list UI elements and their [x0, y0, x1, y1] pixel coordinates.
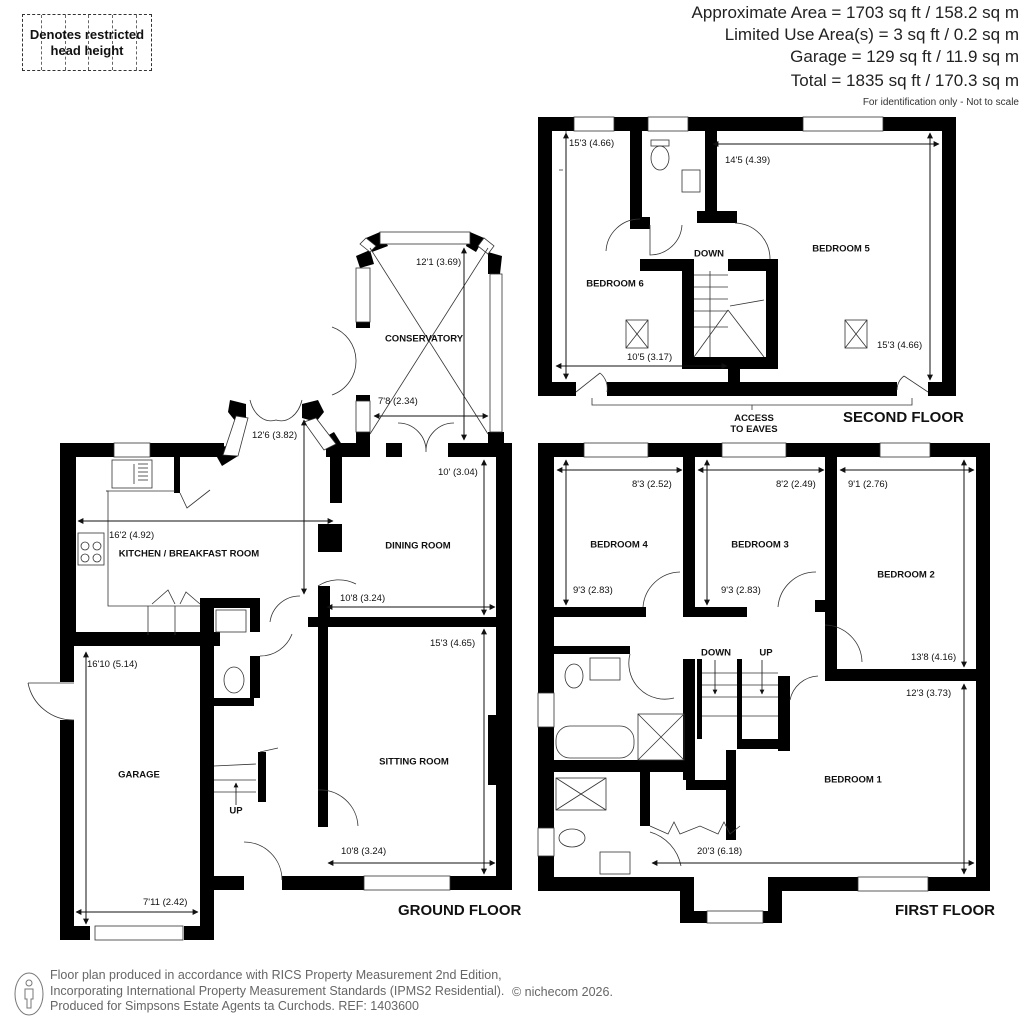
floor-label-ground: GROUND FLOOR [398, 902, 522, 919]
approximate-area: Approximate Area = 1703 sq ft / 158.2 sq… [691, 3, 1019, 22]
dim-garage-length: 16'10 (5.14) [87, 659, 138, 670]
floor-label-first: FIRST FLOOR [895, 902, 995, 919]
legend-dash [88, 15, 89, 70]
room-label-bedroom-4: BEDROOM 4 [590, 539, 648, 551]
legend-dash [41, 15, 42, 70]
footer-text: Floor plan produced in accordance with R… [50, 968, 504, 1015]
dim-conservatory-length: 12'1 (3.69) [416, 257, 462, 268]
ground-floor-plan [60, 322, 512, 940]
dim-bedroom-1-width: 20'3 (6.18) [697, 846, 743, 857]
dim-bedroom-1-depth: 12'3 (3.73) [906, 688, 952, 699]
dim-garage-width: 7'11 (2.42) [143, 897, 188, 908]
person-icon [14, 972, 44, 1016]
dim-sitting-width: 10'8 (3.24) [341, 846, 387, 857]
legend-line-2: head height [50, 43, 124, 58]
room-label-bedroom-1: BEDROOM 1 [824, 774, 882, 786]
garage-area: Garage = 129 sq ft / 11.9 sq m [790, 47, 1019, 66]
total-area: Total = 1835 sq ft / 170.3 sq m [790, 71, 1019, 90]
footer-line-2: Incorporating International Property Mea… [50, 983, 505, 998]
dim-conservatory-width: 7'8 (2.34) [378, 396, 418, 407]
stairs-up-label-ground: UP [229, 805, 243, 817]
eaves-line-2: TO EAVES [730, 424, 778, 435]
room-label-bedroom-5: BEDROOM 5 [812, 243, 870, 255]
limited-use-area: Limited Use Area(s) = 3 sq ft / 0.2 sq m [724, 25, 1019, 44]
first-floor-plan [538, 443, 990, 923]
area-summary: Approximate Area = 1703 sq ft / 158.2 sq… [692, 2, 1019, 108]
footer-line-1: Floor plan produced in accordance with R… [50, 968, 502, 982]
footer-line-3: Produced for Simpsons Estate Agents ta C… [50, 999, 419, 1013]
access-to-eaves-note: ACCESS TO EAVES [724, 413, 784, 435]
dim-bedroom-4-length: 9'3 (2.83) [573, 585, 613, 596]
room-label-dining-room: DINING ROOM [385, 540, 451, 552]
legend-dash [65, 15, 66, 70]
dim-dining-length: 10' (3.04) [438, 467, 478, 478]
dim-kitchen-depth: 12'6 (3.82) [252, 430, 298, 441]
dim-bedroom-4-width: 8'3 (2.52) [632, 479, 672, 490]
room-label-bedroom-3: BEDROOM 3 [731, 539, 789, 551]
dim-dining-width: 10'8 (3.24) [340, 593, 386, 604]
stairs-down-label-second: DOWN [693, 248, 725, 260]
dim-bedroom-5-width: 14'5 (4.39) [725, 155, 771, 166]
dim-bedroom-6-width: 10'5 (3.17) [627, 352, 673, 363]
dim-bedroom-2-width: 9'1 (2.76) [848, 479, 888, 490]
legend-dash [112, 15, 113, 70]
dim-bedroom-3-length: 9'3 (2.83) [721, 585, 761, 596]
legend-text: Denotes restricted head height [23, 27, 151, 59]
stairs-down-label-first: DOWN [700, 647, 732, 659]
dim-bedroom-3-width: 8'2 (2.49) [776, 479, 816, 490]
dim-bedroom-5-length: 15'3 (4.66) [877, 340, 923, 351]
copyright: © nichecom 2026. [512, 985, 613, 999]
room-label-kitchen: KITCHEN / BREAKFAST ROOM [118, 548, 260, 560]
stairs-up-label-first: UP [759, 647, 773, 659]
dim-kitchen-width: 16'2 (4.92) [109, 530, 155, 541]
room-label-bedroom-2: BEDROOM 2 [877, 569, 935, 581]
room-label-sitting-room: SITTING ROOM [379, 756, 449, 768]
dim-sitting-length: 15'3 (4.65) [430, 638, 476, 649]
legend-line-1: Denotes restricted [29, 27, 145, 42]
floor-label-second: SECOND FLOOR [843, 409, 964, 426]
dim-bedroom-2-length: 13'8 (4.16) [911, 652, 957, 663]
scale-disclaimer: For identification only - Not to scale [862, 97, 1019, 108]
room-label-bedroom-6: BEDROOM 6 [586, 278, 644, 290]
room-label-garage: GARAGE [118, 769, 160, 781]
restricted-height-legend: Denotes restricted head height [22, 14, 152, 71]
room-label-conservatory: CONSERVATORY [384, 333, 464, 345]
eaves-line-1: ACCESS [734, 413, 774, 424]
legend-dash [136, 15, 137, 70]
dim-bedroom-6-length: 15'3 (4.66) [569, 138, 615, 149]
